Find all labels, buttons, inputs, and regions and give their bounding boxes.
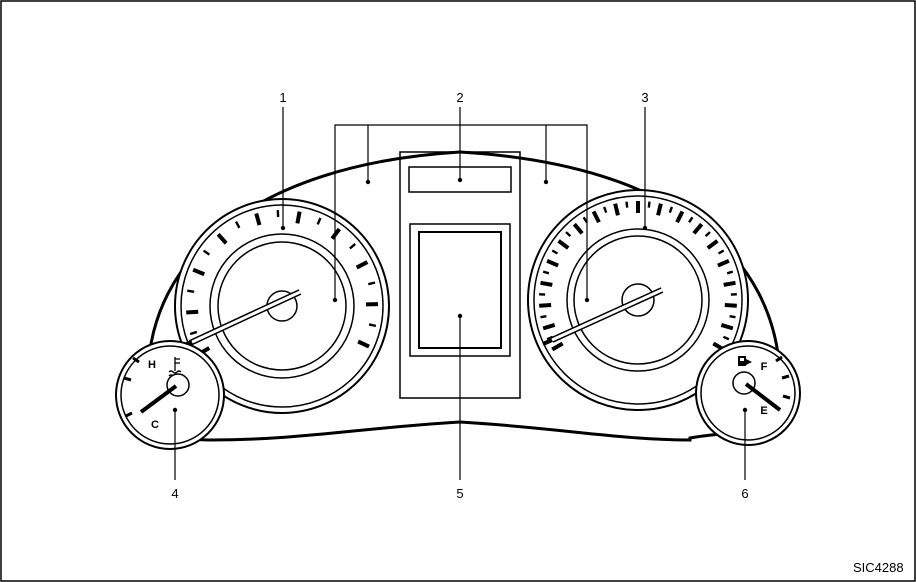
gauge-tick xyxy=(720,323,734,331)
gauge-tick xyxy=(542,323,556,331)
gauge-tick xyxy=(724,303,737,308)
gauge-tick xyxy=(726,270,734,275)
gauge-tick xyxy=(192,267,205,277)
gauge-tick xyxy=(722,335,730,341)
gauge-tick xyxy=(557,239,570,250)
fuel-gauge: F E xyxy=(695,340,801,446)
temp-hot-label: H xyxy=(148,359,156,371)
gauge-tick xyxy=(717,258,730,268)
fuel-needle xyxy=(744,382,782,412)
gauge-tick xyxy=(591,210,601,224)
left-gauge-ticks xyxy=(186,210,379,356)
gauge-tick xyxy=(368,323,377,328)
gauge-tick xyxy=(647,201,651,208)
gauge-tick xyxy=(625,201,629,208)
gauge-tick xyxy=(572,222,584,235)
gauge-tick xyxy=(723,280,736,287)
gauge-tick xyxy=(542,270,550,275)
temp-cold-label: C xyxy=(151,419,159,431)
callout-5: 5 xyxy=(456,486,463,501)
gauge-tick xyxy=(349,243,357,250)
gauge-tick xyxy=(186,309,199,315)
gauge-tick xyxy=(613,203,620,216)
gauge-tick xyxy=(692,222,704,235)
gauge-tick xyxy=(540,314,547,319)
right-main-gauge xyxy=(527,189,749,411)
gauge-tick xyxy=(551,341,564,352)
gauge-tick xyxy=(729,314,736,319)
temp-needle xyxy=(139,384,178,414)
gauge-tick xyxy=(717,249,725,255)
callout-dots xyxy=(172,177,748,413)
gauge-tick xyxy=(688,216,694,223)
gauge-tick xyxy=(254,212,262,226)
temperature-gauge: H C xyxy=(115,340,225,450)
gauge-tick xyxy=(357,339,370,349)
gauge-tick xyxy=(603,206,608,214)
gauge-tick xyxy=(216,232,228,245)
fuel-full-label: F xyxy=(761,361,768,373)
gauge-tick xyxy=(202,249,211,256)
gauge-tick xyxy=(295,211,302,224)
gauge-tick xyxy=(234,221,241,229)
fuel-empty-label: E xyxy=(760,405,767,417)
gauge-tick xyxy=(582,216,588,223)
right-needle xyxy=(542,287,664,346)
gauge-tick xyxy=(540,280,553,287)
gauge-tick xyxy=(565,231,572,238)
gauge-tick xyxy=(656,203,663,216)
fuel-pump-icon xyxy=(738,356,752,366)
gauge-tick xyxy=(539,303,552,308)
gauge-tick xyxy=(668,206,673,214)
gauge-tick xyxy=(367,281,376,286)
gauge-tick xyxy=(187,289,195,294)
gauge-tick xyxy=(330,227,341,240)
gauge-tick xyxy=(546,258,559,268)
gauge-tick xyxy=(675,210,685,224)
gauge-tick xyxy=(189,330,198,336)
callout-2: 2 xyxy=(456,90,463,105)
callout-4: 4 xyxy=(171,486,178,501)
callout-3: 3 xyxy=(641,90,648,105)
callout-6: 6 xyxy=(741,486,748,501)
callout-lines xyxy=(174,107,746,480)
figure-code: SIC4288 xyxy=(853,560,904,575)
gauge-tick xyxy=(316,217,322,225)
gauge-tick xyxy=(355,260,369,270)
gauge-tick xyxy=(551,249,559,255)
gauge-tick xyxy=(704,231,711,238)
gauge-tick xyxy=(706,239,719,250)
callout-1: 1 xyxy=(279,90,286,105)
right-gauge-ticks xyxy=(539,201,737,352)
